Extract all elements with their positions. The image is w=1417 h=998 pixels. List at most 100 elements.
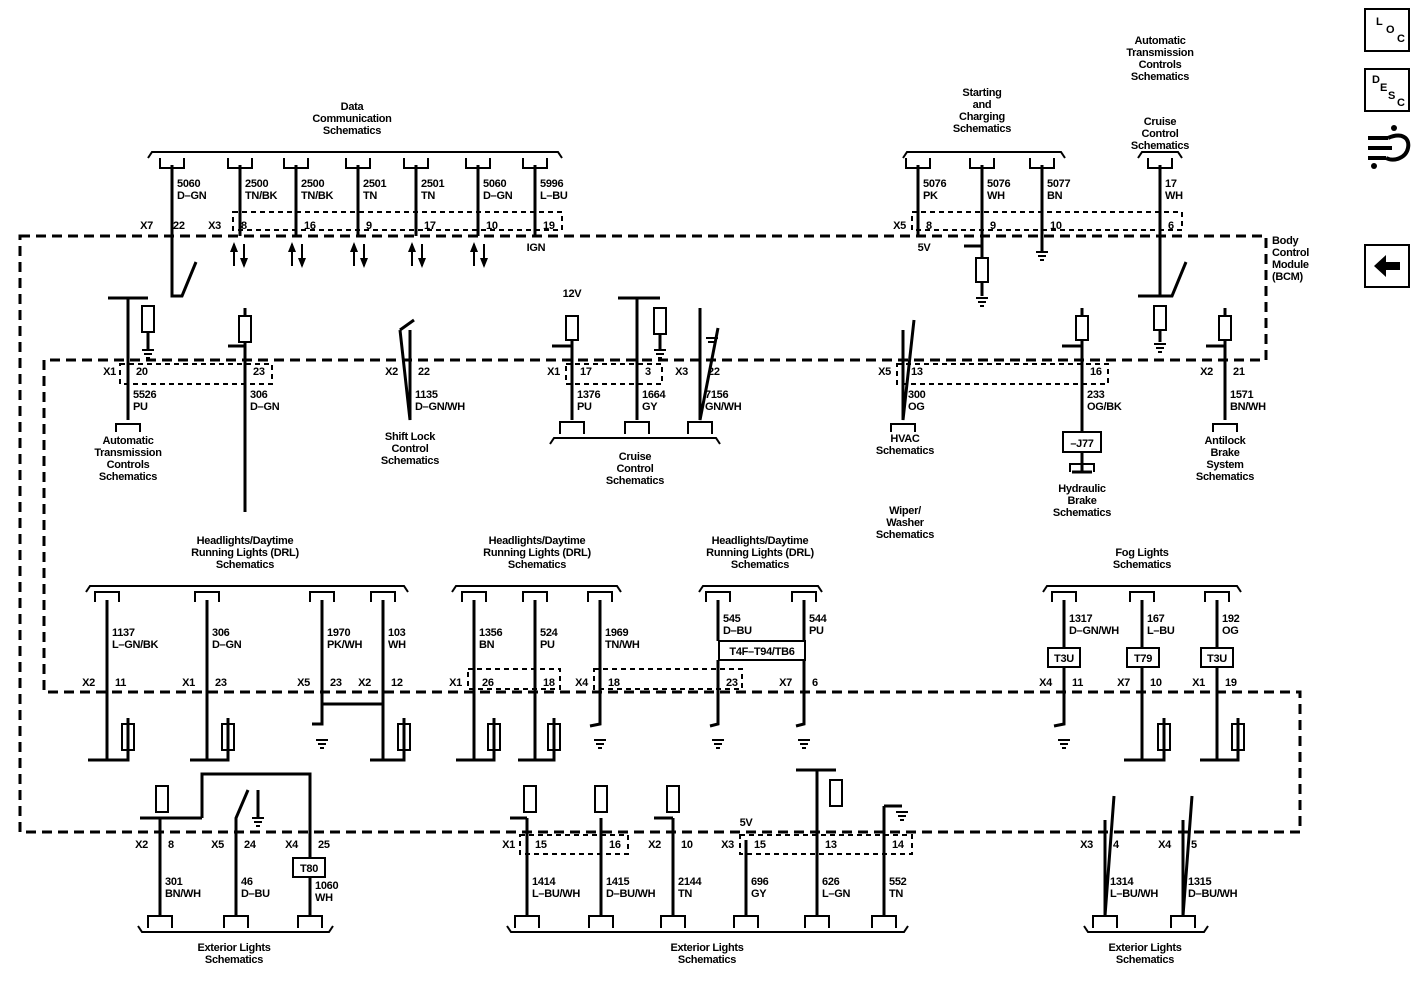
pin-number: 8: [926, 220, 932, 232]
terminal-cruise-mid-2: [687, 421, 713, 434]
component-id: T80: [300, 863, 318, 875]
terminal-data-comm-1: [227, 158, 253, 169]
terminal-fog-1: [1129, 591, 1155, 602]
cable-icon[interactable]: [1364, 122, 1414, 176]
pin-number: 22: [418, 366, 430, 378]
pin-number: 6: [1168, 220, 1174, 232]
pin-number: 19: [543, 220, 555, 232]
pin-number: 9: [366, 220, 372, 232]
pin-number: 18: [608, 677, 620, 689]
terminal-hydraulic-0: [1069, 463, 1095, 472]
pin-number: 16: [1090, 366, 1102, 378]
connector-id: X2: [82, 677, 95, 689]
terminal-ext2-0: [514, 915, 540, 928]
pin-number: 8: [241, 220, 247, 232]
desc-letter-c: C: [1397, 97, 1405, 109]
pin-number: 17: [424, 220, 436, 232]
data-arrows: [230, 242, 488, 268]
desc-letter-d: D: [1372, 74, 1380, 86]
component-box: [1062, 431, 1102, 453]
pin-number: 10: [1050, 220, 1062, 232]
connector-id: X3: [675, 366, 688, 378]
pin-number: 16: [304, 220, 316, 232]
terminal-data-comm-0: [159, 158, 185, 169]
terminal-ext2-1: [588, 915, 614, 928]
terminal-head3-0: [705, 591, 731, 602]
group-bracket-head2: [451, 585, 622, 593]
connector-x5-box-b: [896, 363, 1109, 385]
pin-number: 10: [1150, 677, 1162, 689]
connector-id: X4: [285, 839, 299, 851]
group-bracket-head3: [698, 585, 823, 593]
desc-letter-e: E: [1380, 82, 1388, 94]
terminal-head2-1: [522, 591, 548, 602]
loc-button[interactable]: L O C: [1364, 8, 1410, 52]
terminal-ext2-4: [804, 915, 830, 928]
terminal-head1-1: [194, 591, 220, 602]
terminal-abs-0: [1212, 423, 1238, 432]
connector-id: X3: [721, 839, 734, 851]
pin-number: 4: [1113, 839, 1120, 851]
terminal-ext2-2: [660, 915, 686, 928]
top-wires: [170, 165, 1188, 342]
pin-number: 3: [645, 366, 651, 378]
terminal-cruise-top-0: [1147, 158, 1173, 169]
desc-button[interactable]: D E S C: [1364, 68, 1410, 112]
terminal-ext2-3: [733, 915, 759, 928]
loc-letter-c: C: [1397, 33, 1405, 45]
pin-number: 9: [990, 220, 996, 232]
voltage-label: 5V: [740, 817, 754, 829]
pin-number: 23: [215, 677, 227, 689]
connector-id: X1: [1192, 677, 1205, 689]
terminal-head1-3: [370, 591, 396, 602]
desc-letter-s: S: [1388, 90, 1396, 102]
connector-id: X5: [211, 839, 224, 851]
component-id: T3U: [1054, 653, 1074, 665]
pin-number: 16: [609, 839, 621, 851]
connector-id: X7: [779, 677, 792, 689]
middle-wires: [108, 296, 1232, 512]
back-button[interactable]: [1364, 244, 1410, 288]
connector-id: X2: [135, 839, 148, 851]
terminal-head3-1: [791, 591, 817, 602]
terminal-ext3-0: [1092, 915, 1118, 928]
pin-number: 14: [892, 839, 905, 851]
component-id: T4F–T94/TB6: [729, 646, 794, 658]
pin-number: 11: [115, 677, 126, 689]
pin-number: 13: [911, 366, 923, 378]
pin-number: 23: [726, 677, 738, 689]
group-bracket-cruise-top: [1137, 151, 1183, 159]
pin-number: 13: [825, 839, 837, 851]
group-bracket-head1: [85, 585, 409, 593]
connector-id: X2: [648, 839, 661, 851]
